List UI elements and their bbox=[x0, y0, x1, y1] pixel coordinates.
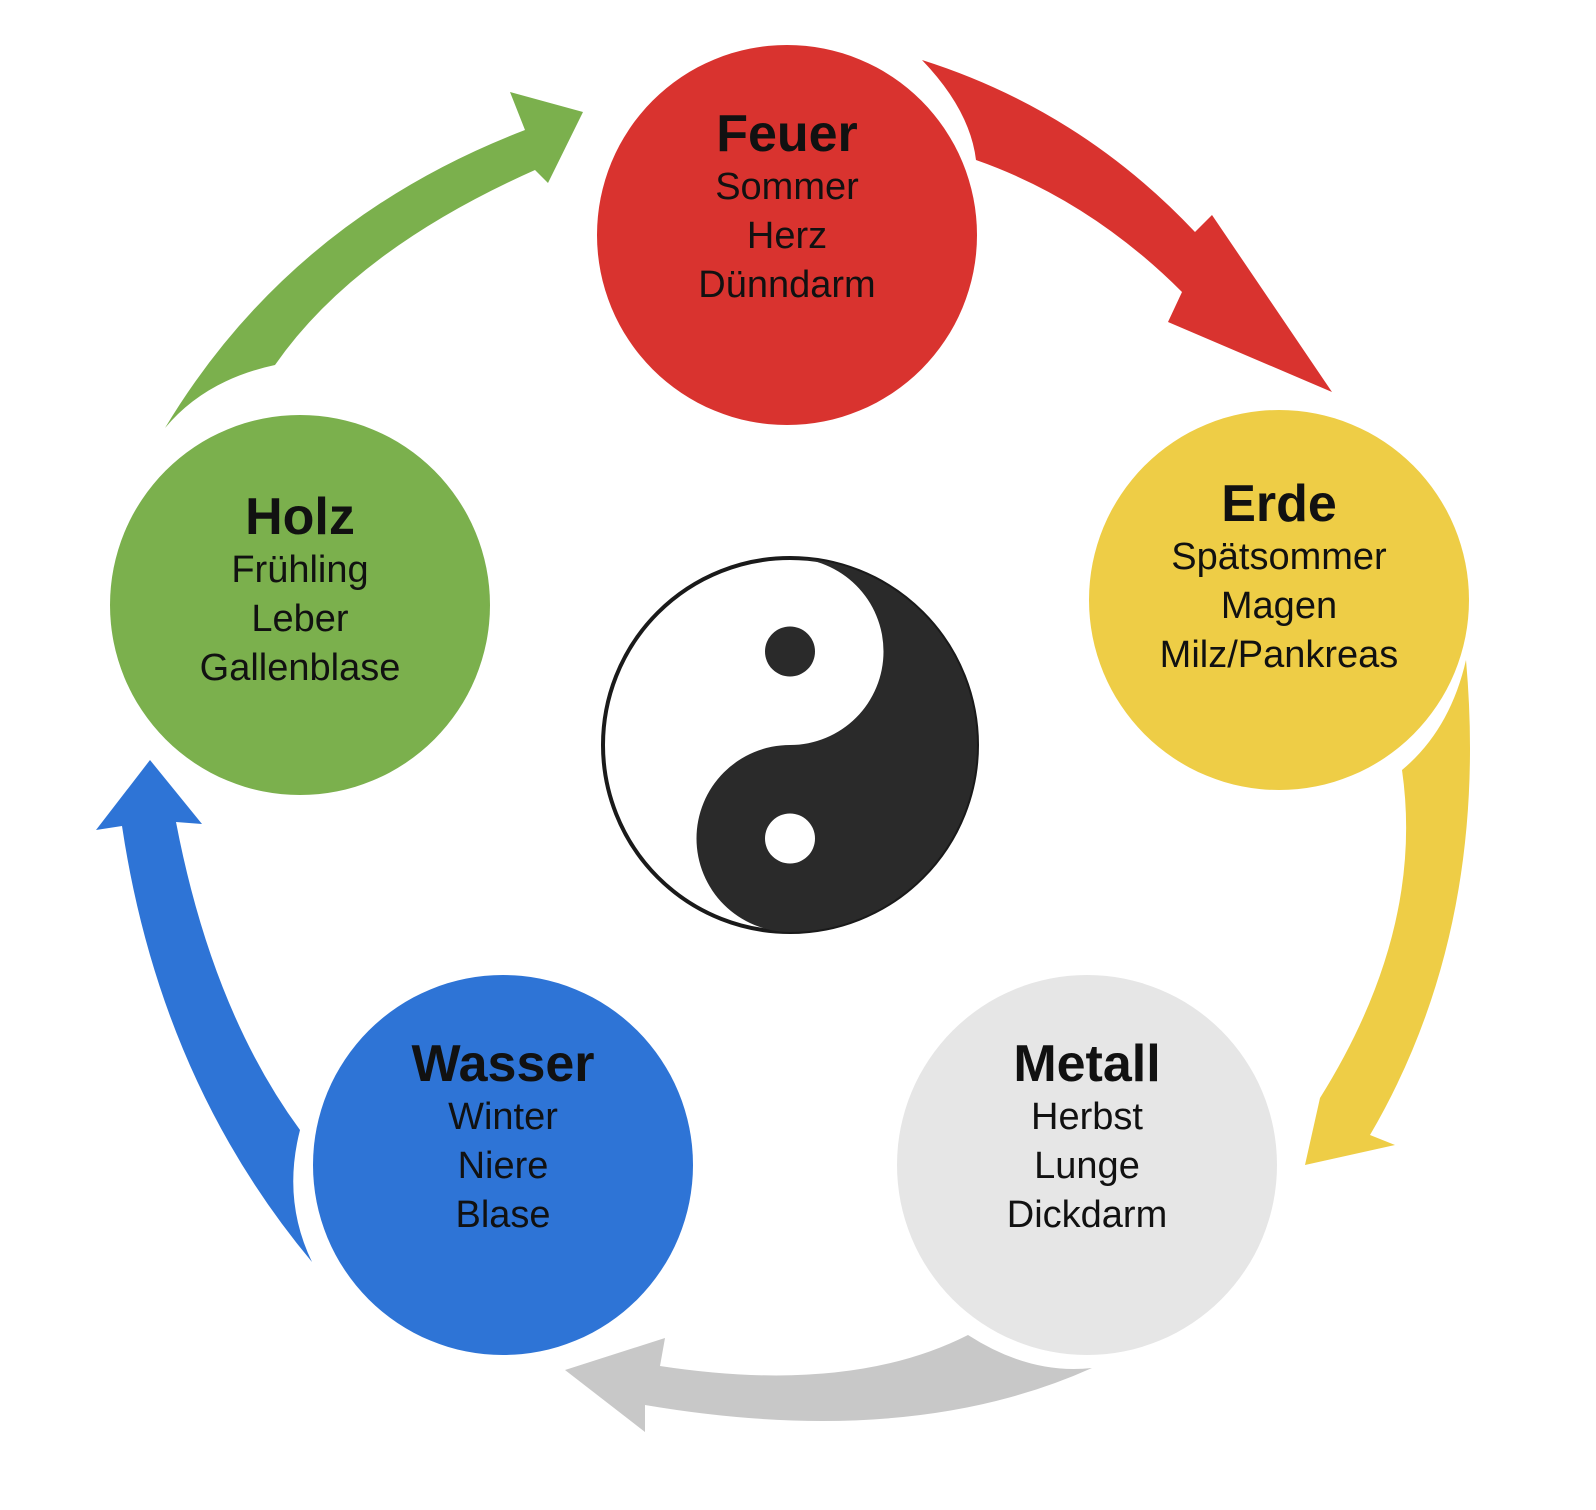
arrow-feuer-to-erde bbox=[922, 60, 1332, 392]
element-node-metall: Metall Herbst Lunge Dickdarm bbox=[897, 975, 1277, 1355]
erde-circle bbox=[1089, 410, 1469, 790]
wasser-circle bbox=[313, 975, 693, 1355]
element-organ: Lunge bbox=[1034, 1145, 1140, 1187]
element-organ: Blase bbox=[455, 1194, 551, 1236]
arrow-wasser-to-holz bbox=[96, 760, 312, 1262]
element-organ: Magen bbox=[1220, 585, 1338, 627]
element-title: Erde bbox=[1221, 475, 1337, 533]
element-circles bbox=[110, 45, 1469, 1355]
arrow-metall-to-wasser bbox=[565, 1335, 1092, 1432]
yin-yang-icon bbox=[601, 556, 979, 934]
element-season: Winter bbox=[448, 1096, 558, 1138]
element-season: Herbst bbox=[1031, 1096, 1143, 1138]
element-organ: Dickdarm bbox=[1006, 1194, 1168, 1236]
element-organ: Milz/Pankreas bbox=[1159, 634, 1399, 676]
element-organ: Herz bbox=[746, 215, 828, 257]
element-organ: Dünndarm bbox=[698, 264, 876, 306]
element-node-holz: Holz Frühling Leber Gallenblase bbox=[110, 415, 490, 795]
element-node-erde: Erde Spätsommer Magen Milz/Pankreas bbox=[1089, 410, 1469, 790]
element-organ: Niere bbox=[457, 1145, 549, 1187]
element-node-wasser: Wasser Winter Niere Blase bbox=[313, 975, 693, 1355]
element-title: Metall bbox=[1013, 1035, 1161, 1093]
element-season: Sommer bbox=[715, 166, 859, 208]
element-organ: Gallenblase bbox=[199, 646, 401, 689]
arrow-holz-to-feuer bbox=[165, 92, 583, 428]
element-season: Spätsommer bbox=[1171, 536, 1387, 578]
element-node-feuer: Feuer Sommer Herz Dünndarm bbox=[597, 45, 977, 425]
element-title: Feuer bbox=[716, 105, 858, 163]
holz-circle bbox=[110, 415, 490, 795]
feuer-circle bbox=[597, 45, 977, 425]
element-title: Wasser bbox=[411, 1035, 595, 1093]
element-season: Frühling bbox=[231, 548, 369, 591]
arrow-erde-to-metall bbox=[1305, 660, 1470, 1165]
metall-circle bbox=[897, 975, 1277, 1355]
element-title: Holz bbox=[245, 487, 355, 546]
element-organ: Leber bbox=[251, 597, 349, 640]
cycle-arrows bbox=[96, 60, 1470, 1432]
